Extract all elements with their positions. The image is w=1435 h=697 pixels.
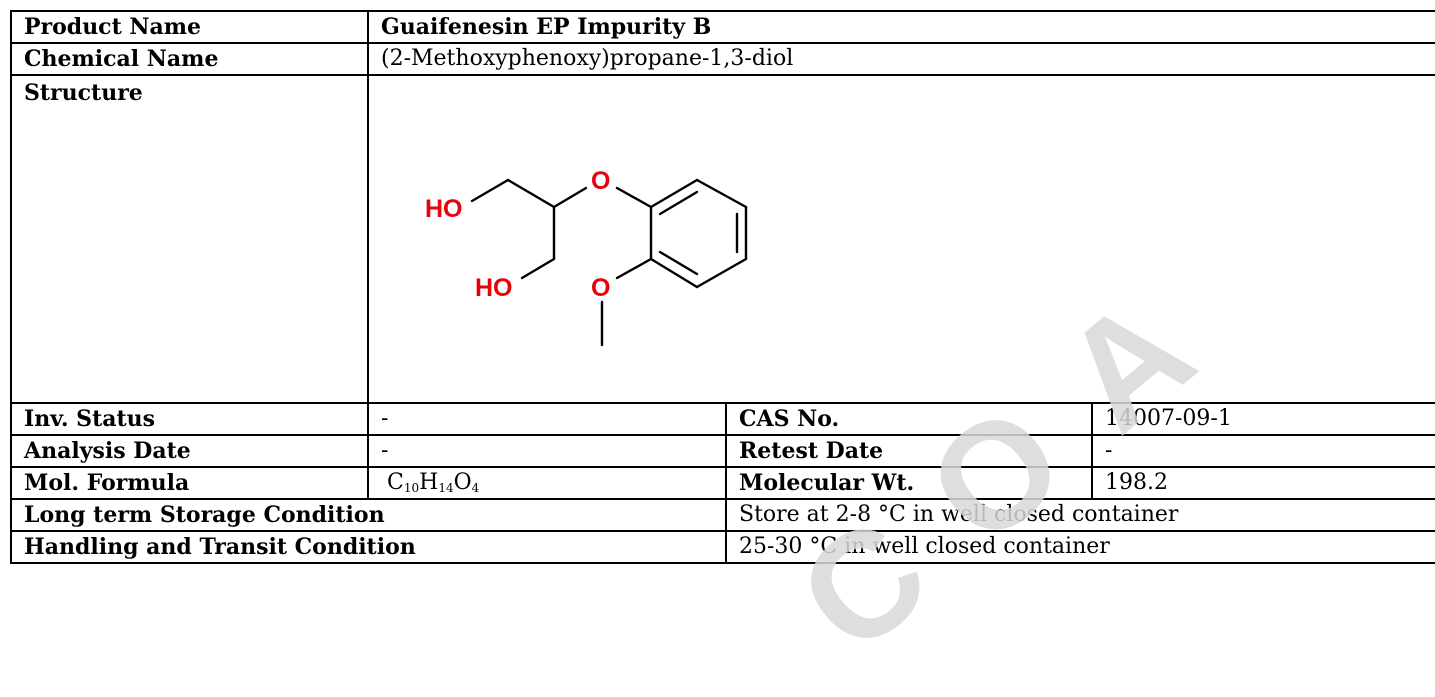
atom-ho-top: HO: [425, 195, 463, 223]
molecular-wt-label: Molecular Wt.: [725, 466, 1093, 500]
ring-bond-5: [649, 257, 699, 289]
mol-formula-value: C10H14O4: [367, 466, 727, 500]
ring-bond-2: [695, 178, 748, 209]
cas-no-label: CAS No.: [725, 402, 1093, 436]
formula-hydrogen: H: [419, 469, 439, 495]
ring-double-3: [658, 250, 699, 276]
chemical-name-label: Chemical Name: [10, 42, 369, 76]
bond-c2-oether: [552, 186, 588, 209]
product-name-value: Guaifenesin EP Impurity B: [366, 10, 1435, 44]
analysis-date-label: Analysis Date: [10, 434, 369, 468]
bond-c1-o: [470, 178, 510, 203]
row-long-term-storage: Long term Storage Condition Store at 2-8…: [10, 498, 1435, 532]
formula-oxygen-count: 4: [471, 480, 480, 495]
analysis-date-value: -: [367, 434, 727, 468]
row-handling-transit: Handling and Transit Condition 25-30 °C …: [10, 530, 1435, 564]
bond-c3-o: [520, 257, 556, 280]
bond-oether-ring: [615, 186, 653, 209]
row-structure: Structure: [10, 74, 1435, 404]
formula-carbon-count: 10: [403, 480, 420, 495]
ring-bond-1: [649, 178, 699, 209]
formula-carbon: C: [387, 469, 404, 495]
inv-status-label: Inv. Status: [10, 402, 369, 436]
product-name-label: Product Name: [10, 10, 369, 44]
structure-cell: HO HO O O: [366, 74, 1435, 404]
row-product-name: Product Name Guaifenesin EP Impurity B: [10, 10, 1435, 44]
handling-transit-label: Handling and Transit Condition: [10, 530, 727, 564]
long-term-storage-value: Store at 2-8 °C in well closed container: [724, 498, 1435, 532]
cas-no-value: 14007-09-1: [1090, 402, 1435, 436]
molecular-wt-value: 198.2: [1090, 466, 1435, 500]
formula-hydrogen-count: 14: [438, 480, 454, 495]
bond-ring-omethoxy: [615, 257, 653, 280]
long-term-storage-label: Long term Storage Condition: [10, 498, 727, 532]
atom-o-ether: O: [591, 167, 610, 195]
chemical-name-value: (2-Methoxyphenoxy)propane-1,3-diol: [366, 42, 1435, 76]
formula-oxygen: O: [453, 469, 472, 495]
row-analysis-date: Analysis Date - Retest Date -: [10, 434, 1435, 468]
retest-date-value: -: [1090, 434, 1435, 468]
atom-ho-bottom: HO: [475, 274, 513, 302]
retest-date-label: Retest Date: [725, 434, 1093, 468]
ring-bond-4: [695, 257, 748, 289]
molecule-structure-image: HO HO O O: [425, 167, 748, 347]
row-mol-formula: Mol. Formula C10H14O4 Molecular Wt. 198.…: [10, 466, 1435, 500]
atom-o-methoxy: O: [591, 274, 610, 302]
inv-status-value: -: [367, 402, 727, 436]
row-inv-status: Inv. Status - CAS No. 14007-09-1: [10, 402, 1435, 436]
ring-double-1: [658, 190, 699, 216]
structure-label: Structure: [10, 74, 369, 404]
bond-c1-c2: [506, 178, 556, 209]
specification-table: Product Name Guaifenesin EP Impurity B C…: [10, 10, 1435, 564]
mol-formula-label: Mol. Formula: [10, 466, 369, 500]
row-chemical-name: Chemical Name (2-Methoxyphenoxy)propane-…: [10, 42, 1435, 76]
handling-transit-value: 25-30 °C in well closed container: [724, 530, 1435, 564]
